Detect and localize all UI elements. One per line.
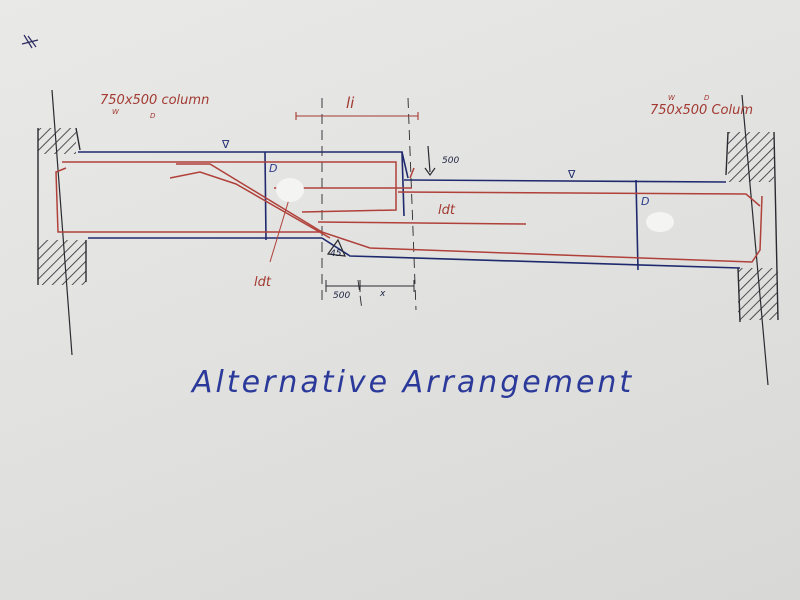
anchorage-label-bottom: ldt <box>254 275 272 290</box>
right-column-label: 750x500 Colum <box>650 103 753 118</box>
haunch-x-label: x <box>379 289 386 299</box>
drawing-title: Alternative Arrangement <box>190 365 634 400</box>
depth-label-left: D <box>269 162 277 175</box>
beam-outline <box>78 151 741 271</box>
bent-bar-upper <box>176 163 323 233</box>
step-height-dimension <box>424 145 436 177</box>
right-column-hatch-bottom <box>738 268 778 320</box>
beam-step-edge <box>401 151 409 179</box>
reinforcement-bars <box>55 161 763 263</box>
left-column <box>37 89 87 356</box>
left-column-sub-w: W <box>112 108 120 116</box>
anchorage-bar <box>317 221 527 225</box>
right-column-hatch-top <box>728 132 774 182</box>
annotations: 750x500 column W D 750x500 Colum W D li … <box>100 93 753 301</box>
bottom-bar <box>55 167 763 263</box>
lap-length-dimension <box>295 112 419 120</box>
level-marker-right: ∇ <box>567 168 576 181</box>
left-top-bar <box>62 161 397 213</box>
corner-tick-mark <box>21 34 39 49</box>
bent-bar-lower <box>169 171 331 239</box>
left-column-hatch-bottom <box>38 240 86 285</box>
beam-haunch-bottom-edge <box>321 237 741 269</box>
depth-label-right: D <box>641 195 649 208</box>
right-column <box>725 94 779 386</box>
haunch-offset-dimension <box>325 238 415 292</box>
beam-right-top-edge <box>404 179 727 183</box>
left-column-label: 750x500 column <box>100 93 209 108</box>
lap-length-label: li <box>346 94 355 112</box>
haunch-angle-label: 45 <box>330 249 342 259</box>
anchorage-leader <box>269 195 291 263</box>
construction-lines <box>321 97 417 311</box>
step-height-label: 500 <box>442 156 459 166</box>
correction-smudge-left <box>276 178 304 202</box>
level-marker-left: ∇ <box>221 138 230 151</box>
correction-smudge-right <box>646 212 674 232</box>
right-column-sub-d: D <box>704 94 710 102</box>
anchorage-label-top: ldt <box>438 203 456 218</box>
level-markers: ∇ ∇ <box>221 138 576 181</box>
depth-marker-right <box>635 179 639 271</box>
right-column-sub-w: W <box>668 94 676 102</box>
step-bar-hook <box>409 167 415 179</box>
haunch-offset-label: 500 <box>333 291 350 301</box>
depth-marker-left <box>264 151 267 241</box>
right-top-bar <box>397 191 761 207</box>
left-column-sub-d: D <box>150 112 156 120</box>
left-column-hatch-top <box>38 128 76 154</box>
